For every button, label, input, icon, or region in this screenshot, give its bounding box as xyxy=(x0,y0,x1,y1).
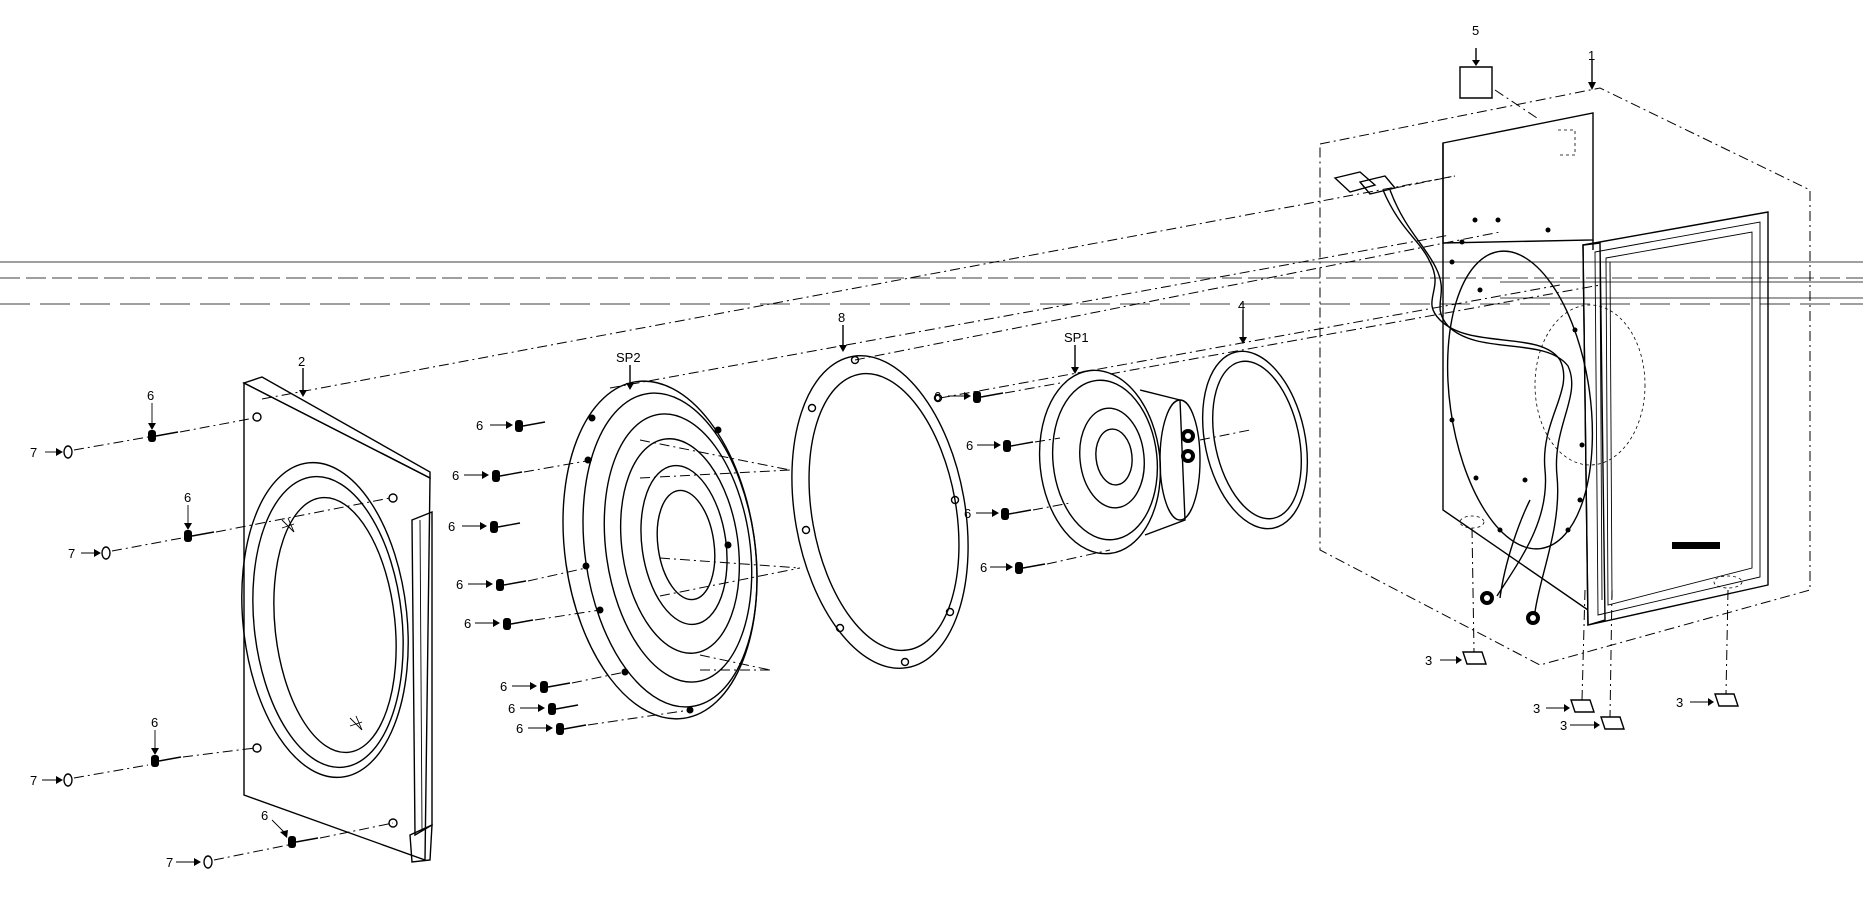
label-screw: 6 xyxy=(456,577,463,592)
label-front-baffle: 2 xyxy=(298,354,305,369)
label-cabinet: 1 xyxy=(1588,48,1595,63)
label-cap: 7 xyxy=(68,546,75,561)
label-screw: 6 xyxy=(508,701,515,716)
cabinet-holes xyxy=(1449,217,1585,533)
screw-sp2-7 xyxy=(520,703,579,715)
label-foot: 3 xyxy=(1533,701,1540,716)
label-foot: 3 xyxy=(1676,695,1683,710)
screw-sp2-5 xyxy=(475,609,601,630)
fastener-row-sp2 xyxy=(462,420,691,735)
label-gasket-small: 4 xyxy=(1238,298,1245,313)
label-foot: 3 xyxy=(1425,653,1432,668)
screw-sp1-4 xyxy=(990,549,1111,574)
screw-2 xyxy=(184,497,391,542)
screw-4 xyxy=(271,819,394,848)
label-plate-part xyxy=(1459,48,1493,99)
label-sp2: SP2 xyxy=(616,350,641,365)
screw-sp2-6 xyxy=(512,671,626,693)
front-baffle xyxy=(241,376,433,863)
label-screw: 6 xyxy=(464,616,471,631)
foot-1 xyxy=(1440,651,1487,665)
foot-3 xyxy=(1570,716,1625,730)
foot-2 xyxy=(1546,699,1595,713)
cabinet xyxy=(1319,87,1811,666)
callout-labels: 1 5 2 SP2 8 SP1 4 6 6 6 6 6 6 6 6 6 6 6 … xyxy=(30,23,1683,870)
foot-4 xyxy=(1690,693,1739,707)
label-screw: 6 xyxy=(147,388,154,403)
screw-sp2-8 xyxy=(528,709,691,735)
assembly-lines xyxy=(261,175,1601,400)
label-screw: 6 xyxy=(964,506,971,521)
screw-sp2-2 xyxy=(464,459,593,482)
label-screw: 6 xyxy=(476,418,483,433)
label-gasket-large: 8 xyxy=(838,310,845,325)
screw-sp1-1 xyxy=(948,382,1061,403)
screw-sp1-3 xyxy=(976,502,1071,520)
label-cap: 7 xyxy=(30,773,37,788)
label-screw: 6 xyxy=(261,808,268,823)
gasket-large xyxy=(791,355,969,669)
screw-sp2-3 xyxy=(462,521,521,533)
screw-3 xyxy=(151,730,256,767)
screw-1 xyxy=(148,403,255,442)
label-screw: 6 xyxy=(516,721,523,736)
label-screw: 6 xyxy=(934,389,941,404)
label-screw: 6 xyxy=(500,679,507,694)
label-foot: 3 xyxy=(1560,718,1567,733)
label-screw: 6 xyxy=(980,560,987,575)
scan-artifact-lines xyxy=(0,261,1863,305)
label-sp1: SP1 xyxy=(1064,330,1089,345)
cap-1 xyxy=(45,436,149,459)
cap-4 xyxy=(176,844,289,869)
label-label-plate: 5 xyxy=(1472,23,1479,38)
label-cap: 7 xyxy=(166,855,173,870)
label-screw: 6 xyxy=(151,715,158,730)
label-cap: 7 xyxy=(30,445,37,460)
screw-sp2-4 xyxy=(468,567,587,591)
feet xyxy=(1440,527,1739,730)
speaker-sp1 xyxy=(1038,369,1251,555)
gasket-small xyxy=(1201,350,1309,530)
fastener-row-left xyxy=(42,403,394,869)
label-screw: 6 xyxy=(184,490,191,505)
fastener-row-sp1 xyxy=(948,382,1111,574)
label-screw: 6 xyxy=(448,519,455,534)
cap-3 xyxy=(42,764,149,787)
speaker-sp2 xyxy=(562,380,801,720)
screw-sp1-2 xyxy=(977,437,1061,452)
label-screw: 6 xyxy=(966,438,973,453)
cap-2 xyxy=(81,537,183,560)
label-screw: 6 xyxy=(452,468,459,483)
screw-sp2-1 xyxy=(490,420,546,432)
